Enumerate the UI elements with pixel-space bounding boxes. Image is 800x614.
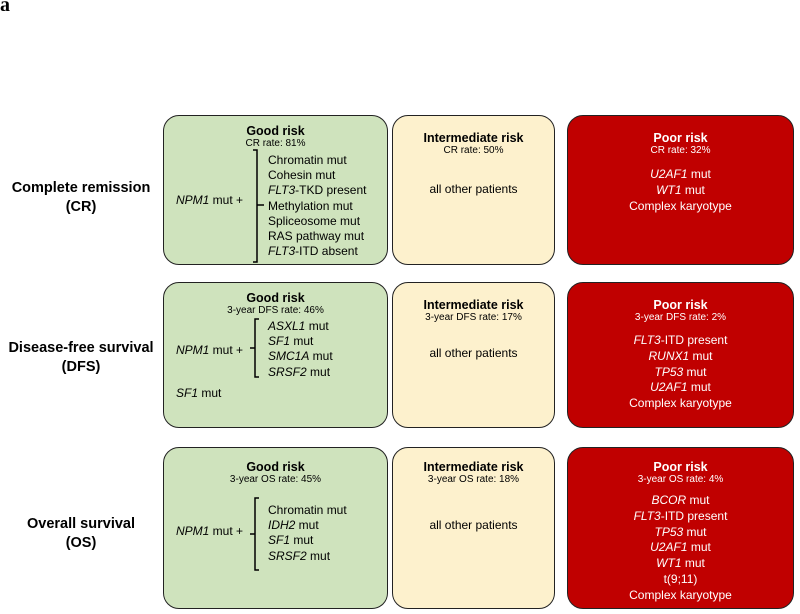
poor-risk-item: Complex karyotype [629,396,732,411]
mutation-list: Chromatin mut IDH2 mut SF1 mut SRSF2 mut [268,503,347,564]
npm1-group-label: NPM1 mut + [176,193,243,208]
poor-risk-item: Complex karyotype [629,587,732,602]
poor-risk-item: U2AF1 mut [650,167,711,181]
poor-risk-item: WT1 mut [656,556,705,571]
good-risk-rate: CR rate: 81% [245,138,306,149]
extra-mutation: SF1 mut [176,386,222,400]
good-risk-box-dfs: Good risk 3-year DFS rate: 46% NPM1 mut … [163,282,388,428]
mutation-item: RAS pathway mut [268,229,365,244]
good-risk-title: Good risk [246,291,305,305]
poor-risk-rate: 3-year DFS rate: 2% [634,312,727,323]
row-label-line: Overall survival [26,516,135,532]
poor-risk-item: RUNX1 mut [648,348,713,363]
mutation-item: Spliceosome mut [268,213,361,228]
poor-risk-item: U2AF1 mut [650,380,711,395]
mutation-item: SRSF2 mut [268,548,331,563]
mutation-item: FLT3-TKD present [268,183,367,198]
mutation-item: ASXL1 mut [268,319,329,333]
npm1-group-label: NPM1 mut + [176,524,243,539]
npm1-group-label: NPM1 mut + [176,343,243,358]
mutation-item: IDH2 mut [268,518,319,533]
row-label-dfs: Disease-free survival (DFS) [0,339,162,377]
poor-risk-item: t(9;11) [663,571,698,586]
good-risk-title: Good risk [246,460,305,474]
poor-risk-rate: CR rate: 32% [650,145,711,156]
intermediate-risk-box-dfs: Intermediate risk 3-year DFS rate: 17% a… [392,282,555,428]
poor-risk-item: FLT3-ITD present [633,508,728,523]
gene-name: NPM1 [176,343,210,357]
group-connector: mut + [209,524,244,538]
row-label-cr: Complete remission (CR) [0,179,162,217]
mutation-item: Chromatin mut [268,153,347,167]
row-label-line: (OS) [65,535,97,551]
mutation-item: FLT3-ITD absent [268,244,358,259]
mutation-item: SRSF2 mut [268,364,331,379]
intermediate-risk-text: all other patients [429,518,518,532]
poor-risk-item: WT1 mut [656,182,705,197]
poor-risk-box-dfs: Poor risk 3-year DFS rate: 2% FLT3-ITD p… [567,282,794,428]
good-risk-box-cr: Good risk CR rate: 81% NPM1 mut + Chroma… [163,115,388,265]
mutation-item: SF1 mut [268,533,314,548]
poor-risk-list: BCOR mut FLT3-ITD present TP53 mut U2AF1… [568,493,793,604]
intermediate-risk-text: all other patients [429,346,518,360]
poor-risk-title: Poor risk [653,460,708,474]
panel-label: a [0,0,10,16]
good-risk-box-os: Good risk 3-year OS rate: 45% NPM1 mut +… [163,447,388,609]
brace-icon [250,318,259,378]
poor-risk-title: Poor risk [653,298,708,312]
poor-risk-box-cr: Poor risk CR rate: 32% U2AF1 mut WT1 mut… [567,115,794,265]
intermediate-risk-rate: 3-year DFS rate: 17% [425,312,522,323]
intermediate-risk-title: Intermediate risk [423,298,524,312]
poor-risk-list: FLT3-ITD present RUNX1 mut TP53 mut U2AF… [568,333,793,412]
intermediate-risk-text: all other patients [429,182,518,196]
poor-risk-box-os: Poor risk 3-year OS rate: 4% BCOR mut FL… [567,447,794,609]
intermediate-risk-rate: 3-year OS rate: 18% [427,474,520,485]
row-label-line: Disease-free survival [8,340,154,356]
poor-risk-item: U2AF1 mut [650,540,711,555]
poor-risk-title: Poor risk [653,131,708,145]
row-label-os: Overall survival (OS) [0,515,162,553]
good-risk-title: Good risk [246,124,305,138]
poor-risk-rate: 3-year OS rate: 4% [637,474,724,485]
mutation-item: SMC1A mut [268,349,333,364]
poor-risk-item: FLT3-ITD present [633,333,728,347]
intermediate-risk-title: Intermediate risk [423,131,524,145]
brace-icon [250,497,259,571]
gene-name: NPM1 [176,193,210,207]
mutation-item: Cohesin mut [268,168,336,183]
group-connector: mut + [209,343,244,357]
group-connector: mut + [209,193,244,207]
intermediate-risk-rate: CR rate: 50% [443,145,504,156]
poor-risk-list: U2AF1 mut WT1 mut Complex karyotype [568,167,793,214]
row-label-line: (CR) [65,199,97,215]
mutation-item: Chromatin mut [268,503,347,517]
good-risk-rate: 3-year OS rate: 45% [229,474,322,485]
poor-risk-item: Complex karyotype [629,198,732,213]
intermediate-risk-box-os: Intermediate risk 3-year OS rate: 18% al… [392,447,555,609]
intermediate-risk-title: Intermediate risk [423,460,524,474]
mutation-list: ASXL1 mut SF1 mut SMC1A mut SRSF2 mut [268,319,333,380]
good-risk-rate: 3-year DFS rate: 46% [227,305,324,316]
poor-risk-item: BCOR mut [651,493,710,507]
brace-icon [253,149,264,263]
mutation-list: Chromatin mut Cohesin mut FLT3-TKD prese… [268,153,366,259]
poor-risk-item: TP53 mut [654,524,707,539]
gene-name: NPM1 [176,524,210,538]
intermediate-risk-box-cr: Intermediate risk CR rate: 50% all other… [392,115,555,265]
mutation-item: Methylation mut [268,198,353,213]
poor-risk-item: TP53 mut [654,364,707,379]
row-label-line: Complete remission [11,180,151,196]
row-label-line: (DFS) [61,359,101,375]
mutation-item: SF1 mut [268,334,314,349]
